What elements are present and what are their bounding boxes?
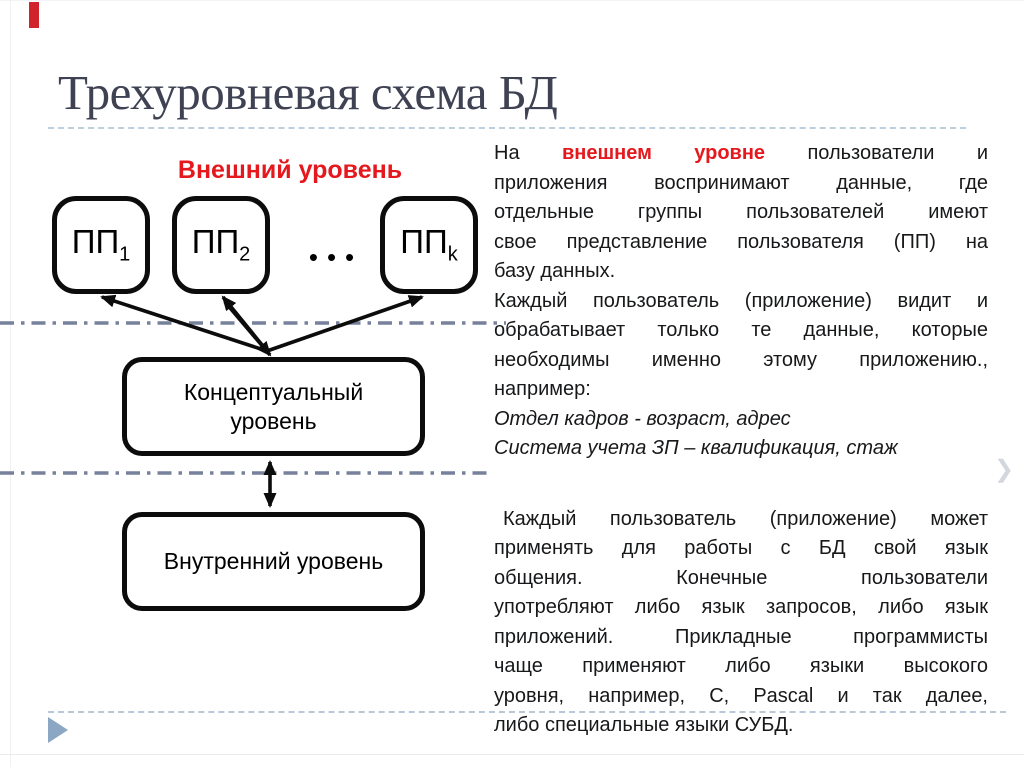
text-line: применять для работы с БД свой язык xyxy=(494,537,988,559)
right-chevron-icon[interactable]: ❯ xyxy=(994,456,1015,483)
text-line: общения. Конечные пользователи xyxy=(494,566,988,589)
ellipsis-dots: ••• xyxy=(308,242,364,272)
text-line: уровня, например, C, Pascal и так далее, xyxy=(494,684,988,707)
text-line: свое представление пользователя (ПП) на xyxy=(494,230,988,253)
red-ribbon-marker xyxy=(29,2,39,28)
ppk-label: ППk xyxy=(400,223,458,266)
slide-title: Трехуровневая схема БД xyxy=(58,65,558,120)
example-line-payroll: Система учета ЗП – квалификация, стаж xyxy=(494,437,898,459)
example-line-hr: Отдел кадров - возраст, адрес xyxy=(494,407,791,430)
next-slide-triangle-icon[interactable] xyxy=(48,717,68,743)
text-line: отдельные группы пользователей имеют xyxy=(494,201,988,223)
text-panel: На внешнем уровне пользователи и приложе… xyxy=(494,139,988,741)
external-level-label: Внешний уровень xyxy=(177,156,403,184)
arrow-pp1 xyxy=(100,294,268,353)
p1-rest: пользователи и xyxy=(807,142,988,164)
ppk-box: ППk xyxy=(380,196,478,294)
pp1-box: ПП1 xyxy=(52,196,150,294)
text-line: например: xyxy=(494,378,591,400)
text-line: На внешнем уровне пользователи и xyxy=(494,139,988,169)
text-line: употребляют либо язык запросов, либо язы… xyxy=(494,596,988,618)
pp2-box: ПП2 xyxy=(172,196,270,294)
text-line: обрабатывает только те данные, которые xyxy=(494,319,988,341)
text-line: приложения воспринимают данные, где xyxy=(494,171,988,194)
diagram-connectors xyxy=(0,294,506,508)
internal-level-box: Внутренний уровень xyxy=(122,512,425,611)
text-line: чаще применяют либо языки высокого xyxy=(494,655,988,677)
text-line: необходимы именно этому приложению., xyxy=(494,348,988,371)
slide-left-edge xyxy=(10,0,11,767)
arrow-into-conceptual xyxy=(223,300,272,357)
arrow-pp3 xyxy=(266,295,424,353)
conceptual-level-box: Концептуальный уровень xyxy=(122,357,425,456)
slide-top-edge xyxy=(0,0,1024,1)
text-line: Каждый пользователь (приложение) видит и xyxy=(494,289,988,312)
pp2-label: ПП2 xyxy=(191,223,251,266)
text-line: приложений. Прикладные программисты xyxy=(494,625,988,648)
text-line: базу данных. xyxy=(494,260,616,282)
text-line: либо специальные языки СУБД. xyxy=(494,714,794,736)
p1-highlight: внешнем уровне xyxy=(561,142,766,164)
conceptual-level-label-line1: Концептуальный xyxy=(183,378,364,405)
slide-bottom-edge xyxy=(0,754,1024,755)
bottom-dashed-line xyxy=(48,711,1006,713)
internal-level-label: Внутренний уровень xyxy=(163,548,384,574)
pp1-label: ПП1 xyxy=(71,223,131,266)
text-line: Каждый пользователь (приложение) может xyxy=(503,507,988,530)
title-underline xyxy=(48,127,966,129)
conceptual-level-label-line2: уровень xyxy=(230,407,317,434)
p1-lead: На xyxy=(494,142,520,164)
